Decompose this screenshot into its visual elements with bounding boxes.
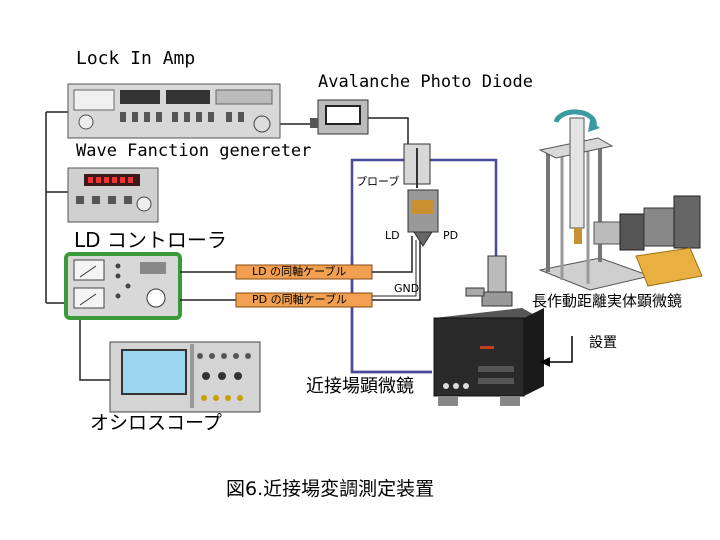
snom-label: 近接場顕微鏡 [306, 376, 414, 397]
apd-device [310, 99, 369, 135]
installation-arrow-head [540, 357, 550, 367]
lock-in-amp-device [67, 83, 281, 139]
pd-coax-cable [180, 236, 421, 308]
gnd-label: GND [394, 282, 420, 295]
installation-arrow [546, 336, 573, 363]
ld-controller-device [64, 252, 182, 320]
ld-port-label: LD [385, 229, 400, 242]
probe-label: プローブ [356, 175, 400, 188]
lock-in-amp-label: Lock In Amp [76, 48, 196, 69]
installation-label: 設置 [589, 335, 617, 351]
pd-port-label: PD [443, 229, 459, 242]
controller-scope-cable [79, 318, 114, 381]
figure-caption: 図6.近接場変調測定装置 [226, 478, 435, 500]
apd-label: Avalanche Photo Diode [318, 72, 533, 92]
ld-coax-cable [180, 236, 413, 280]
ld-controller-label: LD コントローラ [74, 228, 227, 252]
wave-function-generator-device [67, 167, 159, 223]
stereo-microscope-device [538, 109, 703, 291]
probe-device [403, 143, 439, 247]
long-distance-microscope-label: 長作動距離実体顕微鏡 [532, 292, 683, 310]
snom-device [433, 255, 544, 406]
ld-cable-label: LD の同軸ケーブル [252, 265, 347, 278]
apd-probe-fiber [362, 117, 409, 150]
pd-cable-label: PD の同軸ケーブル [252, 293, 347, 306]
oscilloscope-label: オシロスコープ [90, 412, 222, 434]
wave-function-generator-label: Wave Fanction genereter [76, 141, 312, 161]
oscilloscope-device [109, 341, 261, 413]
